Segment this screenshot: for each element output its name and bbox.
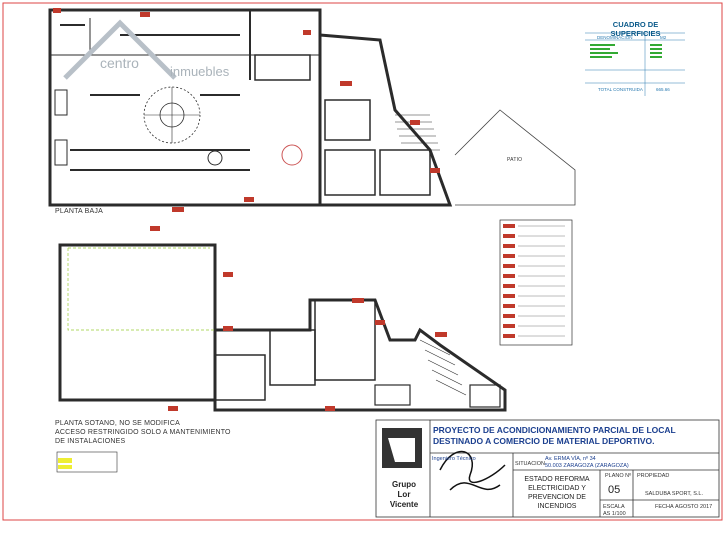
surfaces-col-m2: M2 [660, 35, 667, 40]
patio-outline [454, 109, 576, 206]
label-planta-sotano-2: ACCESO RESTRINGIDO SOLO A MANTENIMIENTO [55, 429, 231, 436]
company-name: Grupo Lor Vicente [382, 480, 426, 510]
surfaces-total-value: 665.66 [656, 87, 670, 92]
label-planta-baja: PLANTA BAJA [55, 208, 103, 215]
label-patio: PATIO [507, 157, 523, 163]
situacion-label: SITUACION [515, 461, 545, 467]
company-logo [382, 428, 422, 468]
company-line2: Lor [397, 490, 411, 499]
label-planta-sotano-3: DE INSTALACIONES [55, 438, 126, 445]
surfaces-title: CUADRO DE SUPERFICIES [610, 20, 661, 38]
project-title-line1: PROYECTO DE ACONDICIONAMIENTO PARCIAL DE… [433, 425, 676, 435]
company-line1: Grupo [392, 480, 416, 489]
circuit-line [67, 247, 215, 331]
escala-value: AS 1/100 [603, 511, 626, 517]
project-title-line2: DESTINADO A COMERCIO DE MATERIAL DEPORTI… [433, 436, 655, 446]
surfaces-total-label: TOTAL CONSTRUIDA [598, 87, 643, 92]
project-title: PROYECTO DE ACONDICIONAMIENTO PARCIAL DE… [433, 425, 718, 447]
watermark-triangle-icon [63, 19, 177, 80]
watermark-logo [60, 18, 190, 83]
watermark-brand-right: inmuebles [170, 64, 230, 79]
plano-label: PLANO Nº [605, 473, 632, 479]
escala-label: ESCALA [603, 504, 625, 510]
label-planta-sotano-1: PLANTA SOTANO, NO SE MODIFICA [55, 420, 180, 427]
plano-value: 05 [608, 484, 621, 496]
title-block-frame [375, 419, 720, 518]
tag-markers [53, 8, 447, 411]
situacion-value-2: 50.003 ZARAGOZA (ZARAGOZA) [545, 463, 629, 469]
planta-sotano-plan [58, 243, 507, 412]
surfaces-col-denominacion: DENOMINACION [597, 35, 633, 40]
plan-title: ESTADO REFORMA ELECTRICIDAD Y PREVENCION… [524, 476, 590, 510]
propiedad-label: PROPIEDAD [637, 473, 670, 479]
situacion-value-1: Av. ERMA VÍA, nº 34 [545, 456, 596, 462]
watermark-brand-left: centro [100, 55, 139, 71]
engineer-label: Ingeniero Técnico [432, 456, 476, 462]
company-line3: Vicente [389, 500, 419, 509]
fecha-label: FECHA [655, 504, 674, 510]
propiedad-value: SALDUBA SPORT, S.L. [645, 491, 703, 497]
signature [439, 450, 506, 491]
fecha-value: AGOSTO 2017 [675, 504, 713, 510]
